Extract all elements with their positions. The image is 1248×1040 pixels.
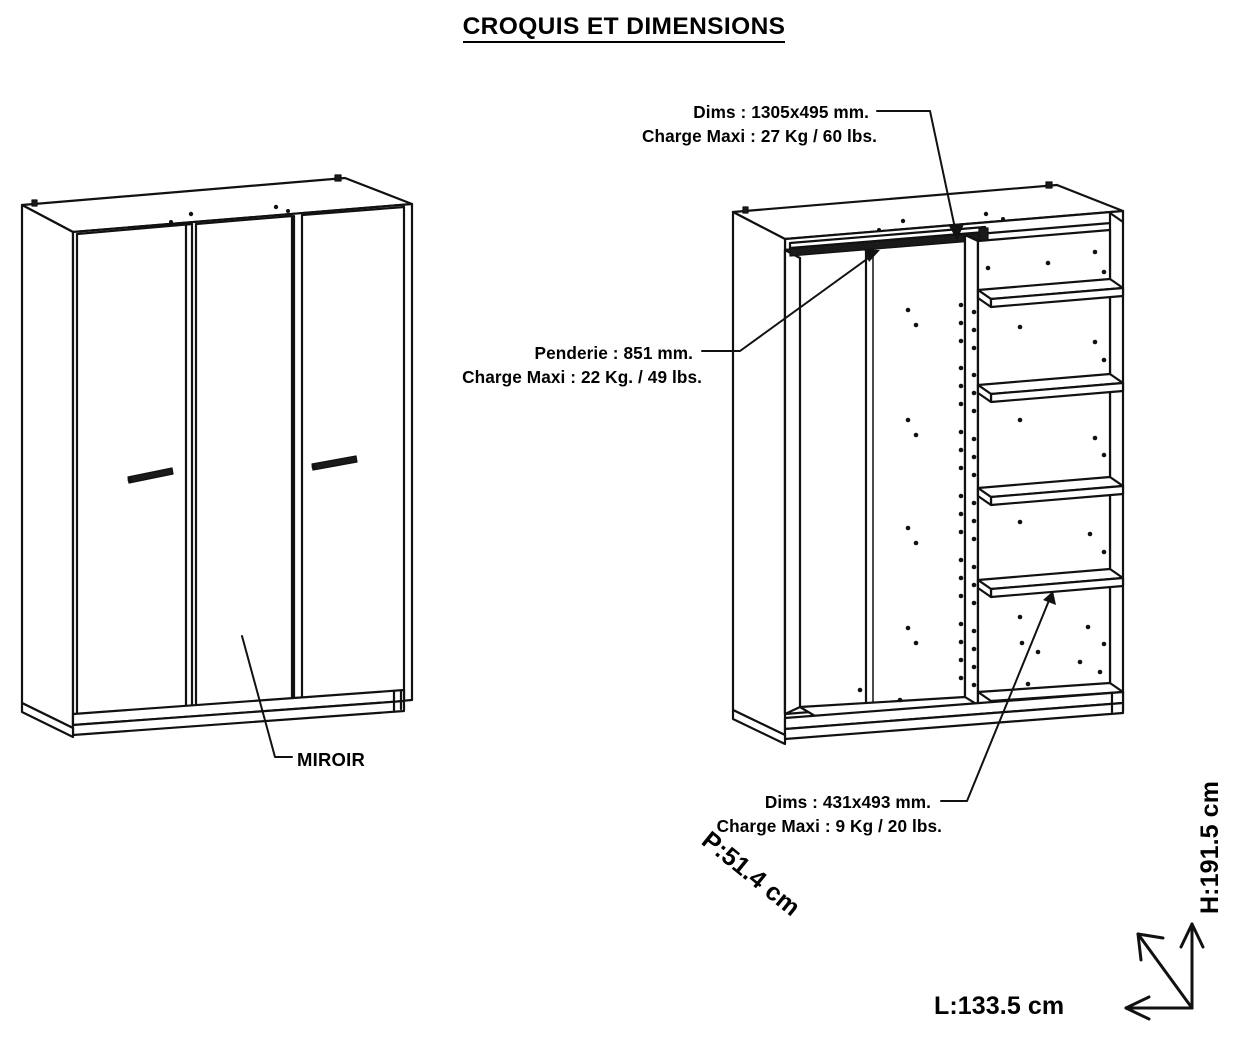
callout-bottom-shelf-load: Charge Maxi : 9 Kg / 20 lbs. bbox=[716, 816, 942, 837]
fixing-dot bbox=[877, 228, 881, 232]
label-overall-height: H:191.5 cm bbox=[1196, 780, 1224, 914]
shelf bbox=[976, 567, 1125, 599]
base-left-return bbox=[20, 701, 75, 739]
int-inner-left-wall bbox=[783, 248, 802, 716]
int-left-side-panel bbox=[731, 210, 787, 737]
base-foot-right bbox=[392, 689, 403, 712]
left-side-panel bbox=[20, 203, 75, 730]
page-title-text: CROQUIS ET DIMENSIONS bbox=[462, 13, 786, 43]
interior-view-wardrobe bbox=[701, 110, 1125, 802]
height-arrowhead bbox=[1179, 922, 1205, 949]
callout-top-shelf-dims: Dims : 1305x495 mm. bbox=[693, 102, 869, 122]
miroir-leader-line bbox=[241, 635, 293, 758]
callout-top-shelf: Dims : 1305x495 mm. Charge Maxi : 27 Kg … bbox=[567, 100, 877, 149]
int-center-divider bbox=[963, 233, 980, 707]
shelf bbox=[976, 277, 1125, 309]
callout-penderie-load: Charge Maxi : 22 Kg. / 49 lbs. bbox=[462, 367, 702, 388]
callout-penderie-dims: Penderie : 851 mm. bbox=[534, 343, 693, 363]
peg-hole-column bbox=[971, 309, 977, 688]
fixing-dot bbox=[983, 211, 989, 217]
int-base-left-return bbox=[731, 708, 787, 746]
peg-hole-column bbox=[958, 302, 964, 681]
depth-dimension-arrow bbox=[1136, 932, 1194, 1010]
fixing-dot bbox=[1001, 217, 1005, 221]
top-corner-tab bbox=[1045, 181, 1053, 189]
depth-arrowhead bbox=[1136, 932, 1165, 962]
front-view-wardrobe bbox=[20, 174, 414, 758]
int-back-panel-left bbox=[783, 233, 967, 716]
door-handle-left[interactable] bbox=[127, 467, 174, 484]
top-shelf-leader-arrow bbox=[949, 224, 964, 240]
top-corner-tab bbox=[31, 199, 38, 207]
fixing-dot bbox=[900, 218, 906, 224]
shelf bbox=[976, 372, 1125, 404]
top-shelf-leader-line bbox=[876, 110, 957, 234]
fixing-dot bbox=[188, 211, 194, 217]
label-overall-width: L:133.5 cm bbox=[934, 992, 1065, 1020]
width-arrowhead bbox=[1124, 995, 1151, 1021]
fixing-dot bbox=[286, 209, 290, 213]
top-corner-tab bbox=[334, 174, 342, 182]
callout-bottom-shelf-dims: Dims : 431x493 mm. bbox=[764, 792, 931, 812]
back-panel-holes bbox=[857, 249, 1107, 703]
callout-penderie: Penderie : 851 mm. Charge Maxi : 22 Kg. … bbox=[390, 341, 702, 390]
callout-top-shelf-load: Charge Maxi : 27 Kg / 60 lbs. bbox=[641, 126, 877, 147]
fixing-dot bbox=[169, 220, 173, 224]
fixing-dot bbox=[273, 204, 279, 210]
penderie-leader-arrow bbox=[864, 249, 880, 262]
bottom-shelf-leader-arrow bbox=[1043, 591, 1056, 605]
bottom-shelf-leader-line bbox=[940, 597, 1051, 802]
door-handle-right[interactable] bbox=[311, 455, 358, 471]
label-miroir: MIROIR bbox=[297, 749, 366, 770]
shelf bbox=[976, 475, 1125, 507]
callout-bottom-shelf: Dims : 431x493 mm. Charge Maxi : 9 Kg / … bbox=[630, 790, 942, 839]
door-left bbox=[75, 222, 194, 728]
overall-dimension-arrows bbox=[1124, 922, 1205, 1021]
penderie-leader-line bbox=[701, 253, 875, 352]
top-corner-tab bbox=[742, 206, 749, 214]
page-title: CROQUIS ET DIMENSIONS bbox=[0, 13, 1248, 43]
